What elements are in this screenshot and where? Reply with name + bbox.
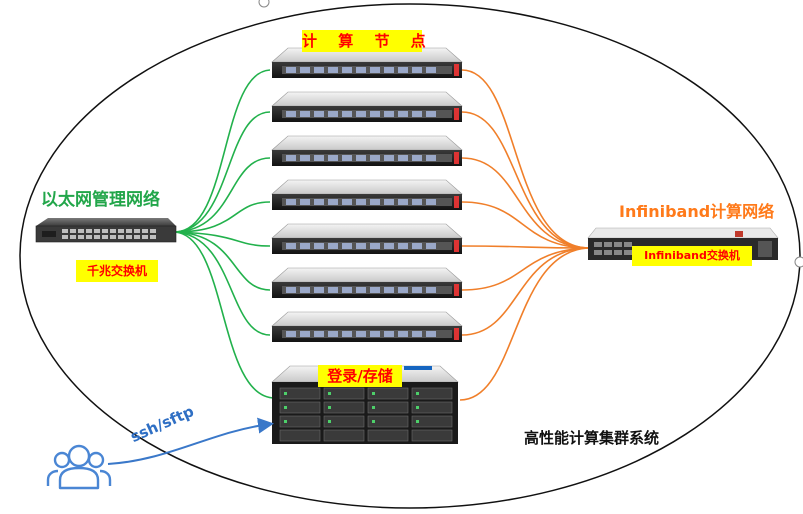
infiniband-network-label: Infiniband计算网络 — [619, 202, 775, 221]
ethernet-network-label: 以太网管理网络 — [41, 190, 160, 210]
infiniband-links — [459, 69, 589, 401]
infiniband-switch-label: Infiniband交换机 — [632, 246, 752, 266]
rack-server-icon — [271, 91, 463, 122]
rack-server-icon — [271, 267, 463, 298]
login-storage-label: 登录/存储 — [318, 365, 402, 387]
rack-server-icon — [271, 47, 463, 78]
cluster-system-label: 高性能计算集群系统 — [524, 429, 660, 447]
ssh-arrow — [107, 417, 274, 465]
compute-nodes — [271, 47, 463, 342]
compute-nodes-label: 计 算 节 点 — [302, 30, 434, 52]
gigabit-switch-label: 千兆交换机 — [76, 260, 158, 282]
ethernet-links — [174, 69, 276, 399]
rack-server-icon — [271, 179, 463, 210]
rack-server-icon — [271, 135, 463, 166]
rack-server-icon — [271, 311, 463, 342]
ethernet-switch-icon — [35, 218, 177, 243]
rack-server-icon — [271, 223, 463, 254]
cluster-boundary — [19, 3, 801, 509]
user-group-icon — [46, 444, 112, 490]
